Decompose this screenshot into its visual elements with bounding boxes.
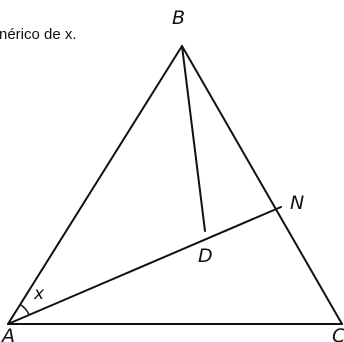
point-label-d: D: [198, 245, 213, 267]
angle-x-arc: [19, 303, 30, 316]
vertex-label-b: B: [172, 7, 185, 29]
vertex-label-a: A: [0, 325, 15, 342]
segment-ab: [7, 45, 183, 325]
segment-bc: [181, 45, 343, 325]
problem-text-fragment: nérico de x.: [0, 26, 77, 43]
segment-an: [7, 206, 282, 325]
segment-bd: [181, 45, 206, 232]
angle-label-x: x: [33, 284, 45, 304]
vertex-label-c: C: [332, 325, 344, 342]
point-label-n: N: [290, 192, 304, 214]
